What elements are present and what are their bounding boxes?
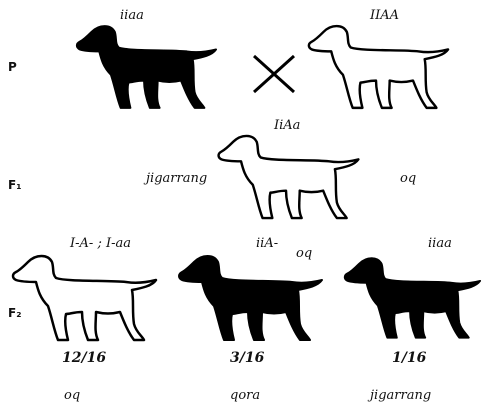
dog-silhouette-white [11,254,158,342]
dog-silhouette-black [75,25,218,109]
dog-silhouette-white [217,134,360,220]
f2-color-3: jigarrang [370,388,432,403]
f2-genotype-2: iiA- [256,236,279,251]
f2-black-dog-2 [340,252,482,342]
f2-color-1: oq [64,388,81,403]
generation-label-f1: F₁ [8,178,22,192]
parent-right-genotype: IIAA [370,8,400,23]
dog-silhouette-white [307,24,450,110]
parent-left-genotype: iiaa [120,8,144,23]
generation-label-p: P [8,60,17,74]
f1-genotype: IiAa [274,118,301,133]
f2-genotype-1: I-A- ; I-aa [70,236,131,251]
f2-black-dog-1 [174,252,324,342]
parent-black-dog [72,22,218,110]
f2-ratio-2: 3/16 [230,350,265,366]
dog-silhouette-black [343,257,482,339]
f1-label-right: oq [400,171,417,186]
f1-white-dog [212,132,362,220]
cross-symbol [252,54,296,94]
f2-ratio-3: 1/16 [392,350,427,366]
f1-label-left: jigarrang [146,171,208,186]
f2-genotype-3: iiaa [428,236,452,251]
parent-white-dog [304,22,450,110]
f2-genotype-2-suffix: oq [296,246,313,261]
f2-white-dog [8,252,158,342]
f2-color-2: qora [230,388,261,403]
f2-ratio-1: 12/16 [62,350,107,366]
generation-label-f2: F₂ [8,306,22,320]
dog-silhouette-black [178,255,323,341]
